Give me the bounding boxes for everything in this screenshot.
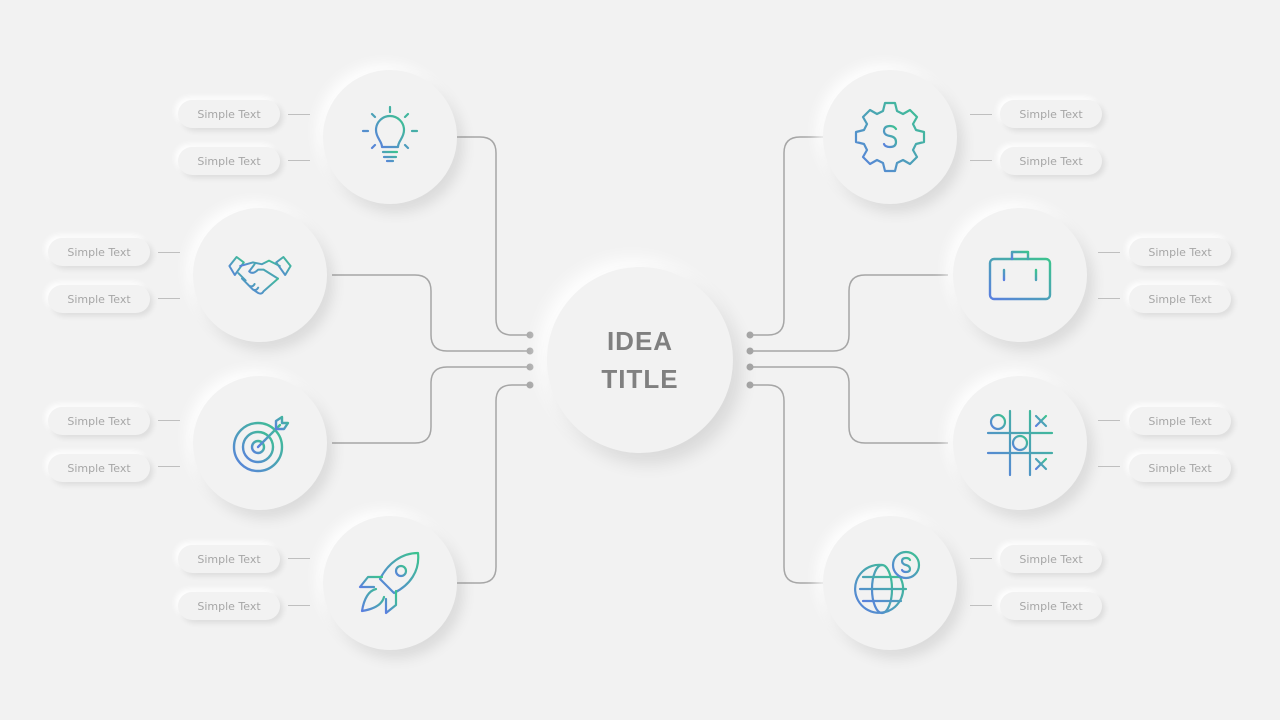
text-label[interactable]: Simple Text (1000, 147, 1102, 175)
text-label[interactable]: Simple Text (178, 592, 280, 620)
connector-line-target (332, 366, 530, 444)
rocket-icon (358, 551, 420, 615)
briefcase-icon (988, 250, 1052, 301)
connector-dot (746, 381, 754, 389)
connector-line-lightbulb (457, 136, 530, 336)
text-label[interactable]: Simple Text (1129, 407, 1231, 435)
text-label[interactable]: Simple Text (178, 545, 280, 573)
connector-line-gear (750, 136, 823, 336)
connector-line-rocket (457, 384, 530, 584)
target-icon (232, 415, 290, 473)
tic-tac-toe-icon (986, 409, 1054, 477)
node-gear-dollar (823, 70, 957, 204)
connector-line-tictactoe (750, 366, 948, 444)
text-label[interactable]: Simple Text (1000, 100, 1102, 128)
connector-dot (526, 363, 534, 371)
gear-dollar-icon (854, 101, 926, 173)
connector-dot (746, 331, 754, 339)
text-label[interactable]: Simple Text (48, 454, 150, 482)
text-label[interactable]: Simple Text (1000, 592, 1102, 620)
connector-dot (746, 347, 754, 355)
connector-line-globe (750, 384, 823, 584)
text-label[interactable]: Simple Text (1129, 285, 1231, 313)
text-label[interactable]: Simple Text (48, 238, 150, 266)
node-globe-dollar (823, 516, 957, 650)
center-idea-title: IDEA TITLE (547, 267, 733, 453)
connector-line-briefcase (750, 274, 948, 352)
connector-dot (526, 381, 534, 389)
globe-dollar-icon (854, 550, 921, 615)
handshake-icon (228, 256, 292, 295)
node-lightbulb (323, 70, 457, 204)
node-briefcase (953, 208, 1087, 342)
lightbulb-icon (361, 105, 419, 163)
connector-dot (526, 331, 534, 339)
node-handshake (193, 208, 327, 342)
connector-dot (746, 363, 754, 371)
center-title-line1: IDEA (606, 326, 674, 356)
text-label[interactable]: Simple Text (1129, 454, 1231, 482)
node-tic-tac-toe (953, 376, 1087, 510)
node-rocket (323, 516, 457, 650)
text-label[interactable]: Simple Text (1129, 238, 1231, 266)
text-label[interactable]: Simple Text (48, 407, 150, 435)
center-title-line2: TITLE (601, 364, 679, 394)
connector-line-handshake (332, 274, 530, 352)
node-target (193, 376, 327, 510)
text-label[interactable]: Simple Text (1000, 545, 1102, 573)
text-label[interactable]: Simple Text (48, 285, 150, 313)
text-label[interactable]: Simple Text (178, 147, 280, 175)
connector-dot (526, 347, 534, 355)
text-label[interactable]: Simple Text (178, 100, 280, 128)
